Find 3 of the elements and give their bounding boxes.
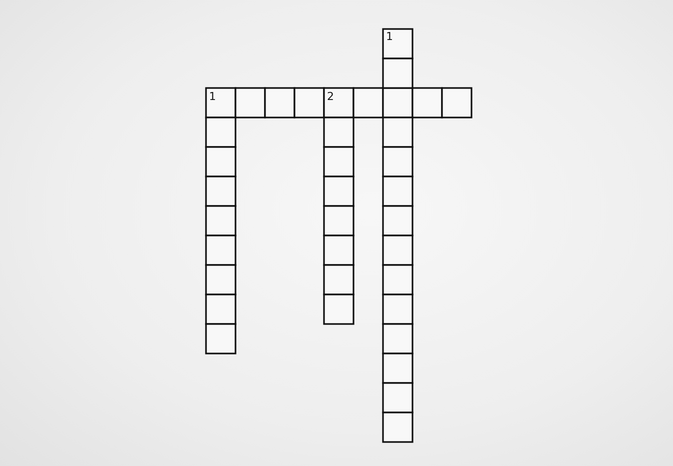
clue-number: 2	[327, 91, 334, 102]
clue-number: 1	[386, 31, 393, 42]
clue-number: 1	[209, 91, 216, 102]
